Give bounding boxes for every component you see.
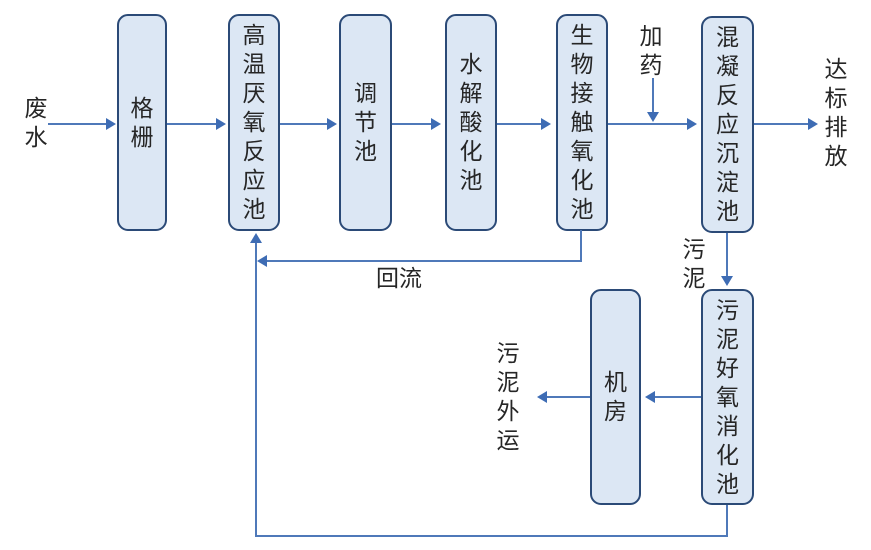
arrowhead-into-screen-icon <box>106 118 116 130</box>
label-sludge-out: 污泥外运 <box>496 340 520 453</box>
label-discharge: 达标排放 <box>824 56 848 169</box>
node-regulating-tank: 调节池 <box>339 14 392 231</box>
node-hydrolysis-tank: 水解酸化池 <box>445 14 497 231</box>
node-bio-oxidation-tank: 生物接触氧化池 <box>556 14 608 231</box>
arrowhead-dosing-icon <box>647 112 659 122</box>
line-return-drop <box>726 505 728 537</box>
node-coagulation-tank-label: 混凝反应沉淀池 <box>716 24 739 224</box>
label-influent: 废水 <box>24 95 48 150</box>
arrowhead-into-hydrolysis-icon <box>431 118 441 130</box>
node-bio-oxidation-tank-label: 生物接触氧化池 <box>570 22 594 222</box>
line-dosing <box>652 78 654 112</box>
line-regulating-to-hydrolysis <box>392 123 431 125</box>
line-screen-to-anaerobic <box>167 123 216 125</box>
label-reflux: 回流 <box>376 265 422 291</box>
line-coagulation-to-digestion <box>726 233 728 276</box>
node-machine-room-label: 机房 <box>604 369 627 424</box>
arrowhead-into-anaerobic-bottom-icon <box>250 233 262 243</box>
label-sludge: 污泥 <box>682 236 706 291</box>
line-return-riser <box>255 243 257 537</box>
line-digestion-to-machine-room <box>655 396 701 398</box>
node-anaerobic-reactor-label: 高温厌氧反应池 <box>242 22 266 222</box>
label-dosing: 加药 <box>639 23 663 78</box>
line-bio-to-coagulation <box>608 123 687 125</box>
arrowhead-into-coagulation-icon <box>687 118 697 130</box>
node-screen-label: 格栅 <box>130 94 154 150</box>
node-sludge-digestion-tank: 污泥好氧消化池 <box>701 289 754 505</box>
node-screen: 格栅 <box>117 14 167 231</box>
line-machine-room-to-sludge-out <box>547 396 590 398</box>
arrowhead-into-anaerobic-icon <box>216 118 226 130</box>
node-hydrolysis-tank-label: 水解酸化池 <box>459 51 483 193</box>
line-return-bottom <box>255 535 728 537</box>
line-influent-to-screen <box>48 123 106 125</box>
line-coagulation-to-discharge <box>754 123 808 125</box>
node-coagulation-tank: 混凝反应沉淀池 <box>701 16 754 233</box>
line-reflux-drop <box>580 230 582 262</box>
line-reflux-horizontal <box>267 260 581 262</box>
arrowhead-reflux-icon <box>257 255 267 267</box>
node-machine-room: 机房 <box>590 289 641 505</box>
node-regulating-tank-label: 调节池 <box>354 80 377 164</box>
arrowhead-into-regulating-icon <box>327 118 337 130</box>
node-sludge-digestion-tank-label: 污泥好氧消化池 <box>716 296 739 497</box>
line-anaerobic-to-regulating <box>280 123 327 125</box>
node-anaerobic-reactor: 高温厌氧反应池 <box>228 14 280 231</box>
line-hydrolysis-to-bio <box>497 123 541 125</box>
arrowhead-into-discharge-icon <box>808 118 818 130</box>
arrowhead-into-machine-room-icon <box>645 391 655 403</box>
arrowhead-into-digestion-icon <box>721 276 733 286</box>
arrowhead-into-bio-icon <box>541 118 551 130</box>
arrowhead-into-sludge-out-icon <box>537 391 547 403</box>
